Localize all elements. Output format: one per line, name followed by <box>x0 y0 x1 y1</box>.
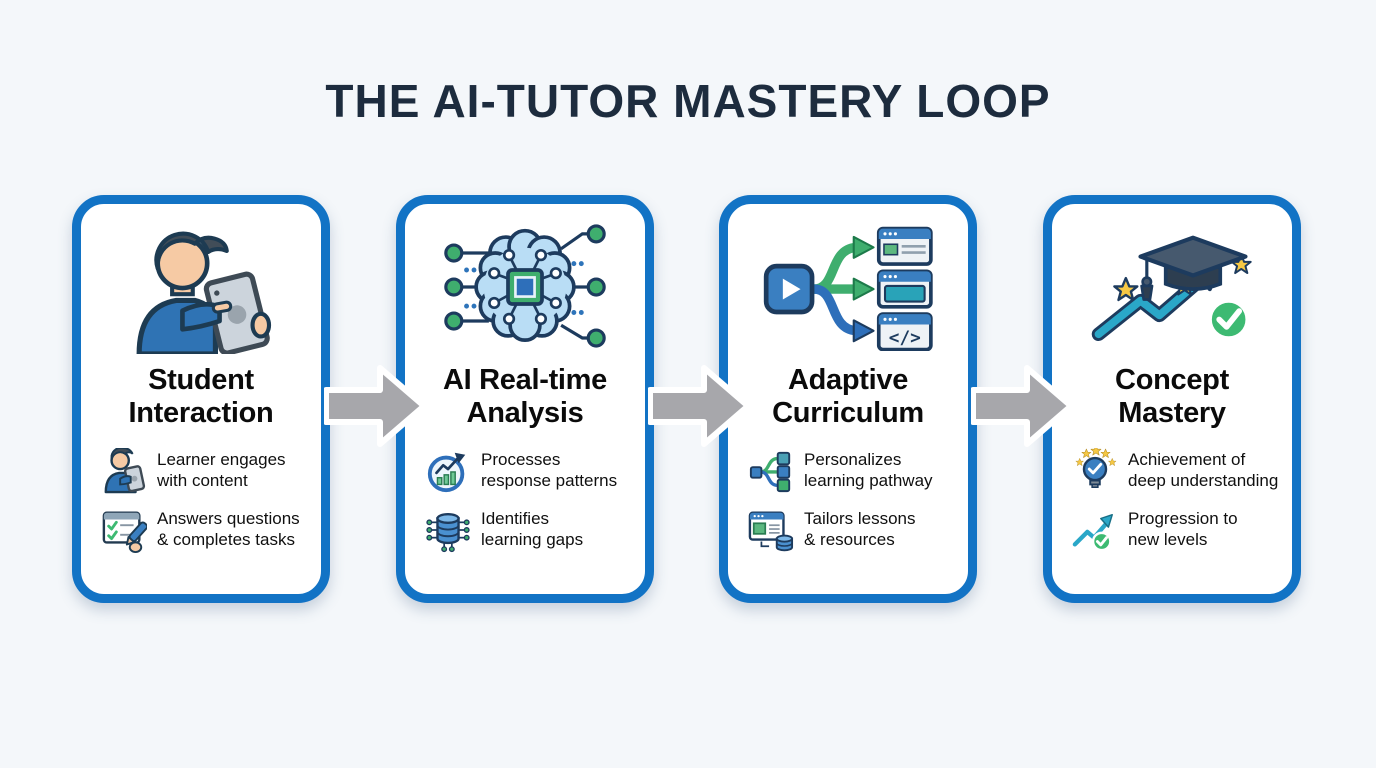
deep-understanding-icon <box>1072 447 1118 494</box>
bullet-text: Learner engages with content <box>157 449 286 490</box>
student-tablet-icon <box>117 218 285 356</box>
learning-gaps-icon <box>425 507 471 553</box>
list-item: Processes response patterns <box>425 448 635 494</box>
bullet-text: Answers questions & completes tasks <box>157 508 300 549</box>
bullet-list: Achievement of deep understanding Progre… <box>1062 447 1282 553</box>
lessons-resources-icon <box>748 507 794 553</box>
step-card-adaptive-curriculum: </> Adaptive Curriculum Personalizes lea… <box>719 195 977 603</box>
circuit-brain-icon <box>440 218 610 356</box>
answers-tasks-icon <box>101 507 147 553</box>
step-title: Adaptive Curriculum <box>772 364 924 429</box>
response-patterns-icon <box>425 448 471 494</box>
list-item: Identifies learning gaps <box>425 507 635 553</box>
arrow-right-icon <box>970 360 1075 452</box>
arrow-right-icon <box>323 360 428 452</box>
list-item: Learner engages with content <box>101 447 311 494</box>
list-item: Personalizes learning pathway <box>748 448 958 494</box>
list-item: Achievement of deep understanding <box>1072 447 1282 494</box>
bullet-text: Identifies learning gaps <box>481 508 584 549</box>
step-title: Concept Mastery <box>1115 364 1229 429</box>
list-item: Progression to new levels <box>1072 507 1282 553</box>
graduation-growth-icon <box>1088 218 1256 356</box>
adaptive-branching-icon: </> <box>762 218 934 356</box>
bullet-text: Progression to new levels <box>1128 508 1238 549</box>
list-item: Tailors lessons & resources <box>748 507 958 553</box>
bullet-list: Processes response patterns <box>415 448 635 553</box>
step-title: Student Interaction <box>128 364 274 429</box>
svg-text:</>: </> <box>889 328 921 348</box>
bullet-list: Personalizes learning pathway T <box>738 448 958 553</box>
progression-icon <box>1072 507 1118 553</box>
list-item: Answers questions & completes tasks <box>101 507 311 553</box>
bullet-text: Processes response patterns <box>481 449 618 490</box>
step-card-ai-analysis: AI Real-time Analysis Processes response… <box>396 195 654 603</box>
learning-pathway-icon <box>748 448 794 494</box>
learner-content-icon <box>101 447 147 494</box>
arrow-right-icon <box>647 360 752 452</box>
bullet-text: Achievement of deep understanding <box>1128 449 1279 490</box>
step-card-concept-mastery: Concept Mastery Achieve <box>1043 195 1301 603</box>
bullet-text: Personalizes learning pathway <box>804 449 933 490</box>
bullet-text: Tailors lessons & resources <box>804 508 916 549</box>
step-card-student-interaction: Student Interaction Learner engages with… <box>72 195 330 603</box>
bullet-list: Learner engages with content <box>91 447 311 553</box>
step-title: AI Real-time Analysis <box>443 364 607 429</box>
page-title: THE AI-TUTOR MASTERY LOOP <box>325 75 1051 127</box>
